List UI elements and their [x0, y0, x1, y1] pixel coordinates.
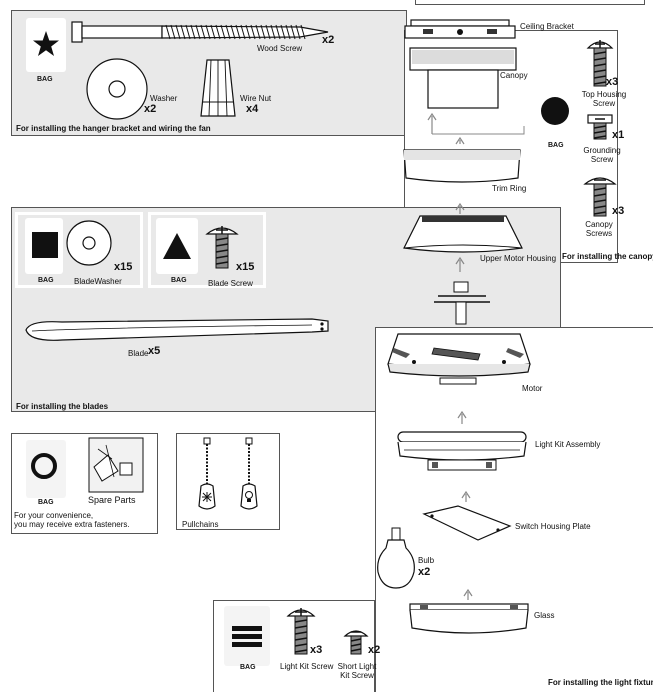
square-bag-icon [32, 232, 58, 258]
glass-label: Glass [534, 611, 554, 620]
light-kit-screw-label: Light Kit Screw [280, 662, 333, 671]
bulb-icon [374, 526, 418, 590]
hanger-bag-label: BAG [37, 76, 53, 83]
blade-washer-qty: x15 [114, 261, 132, 273]
blade-washer-label: BladeWasher [74, 277, 122, 286]
spare-bag-label: BAG [38, 499, 54, 506]
o-ring-icon [30, 452, 58, 480]
wire-nut-label: Wire Nut [240, 94, 271, 103]
top-housing-screw-label: Top Housing Screw [580, 90, 628, 108]
wood-screw-icon [70, 18, 332, 46]
short-light-kit-screw-qty: x2 [368, 644, 380, 656]
blades-caption: For installing the blades [16, 402, 108, 411]
short-light-kit-screw-label: Short Light Kit Screw [334, 662, 380, 680]
light-kit-screw-qty: x3 [310, 644, 322, 656]
ceiling-bracket-label: Ceiling Bracket [520, 22, 574, 31]
short-light-kit-screw-icon [343, 626, 369, 656]
washer-icon [86, 58, 148, 120]
canopy-label: Canopy [500, 71, 528, 80]
light-kit-assembly-label: Light Kit Assembly [535, 440, 600, 449]
spare-note-line1: For your convenience, [14, 511, 93, 520]
blade-screw-label: Blade Screw [208, 279, 253, 288]
light-caption: For installing the light fixture [548, 678, 653, 687]
top-border-fragment [415, 0, 645, 5]
grounding-screw-qty: x1 [612, 129, 624, 141]
trim-ring-label: Trim Ring [492, 184, 526, 193]
blade-screw-icon [205, 222, 239, 270]
top-housing-screw-qty: x3 [606, 76, 618, 88]
blades-bag-2-label: BAG [171, 277, 187, 284]
ceiling-bracket-icon [403, 18, 517, 40]
bulb-label: Bulb [418, 556, 434, 565]
light-kit-assembly-icon [392, 410, 532, 472]
pullchain-fan-icon [196, 436, 218, 512]
wood-screw-label: Wood Screw [257, 44, 302, 53]
motor-shaft-arrows [420, 200, 510, 340]
pullchain-panel [176, 433, 280, 530]
wood-screw-qty: x2 [322, 34, 334, 46]
pullchain-label: Pullchains [182, 520, 218, 529]
canopy-screw-label: Canopy Screws [576, 220, 622, 238]
hanger-caption: For installing the hanger bracket and wi… [16, 124, 211, 133]
washer-label: Washer [150, 94, 177, 103]
spare-note-line2: you may receive extra fasteners. [14, 520, 130, 529]
canopy-arrows [420, 110, 540, 154]
motor-icon [384, 326, 534, 388]
motor-label: Motor [522, 384, 542, 393]
canopy-caption: For installing the canopy [562, 252, 653, 261]
triangle-bag-icon [162, 232, 192, 260]
blade-label: Blade [128, 349, 148, 358]
blade-qty: x5 [148, 345, 160, 357]
spare-parts-icon [88, 437, 144, 493]
blade-icon [22, 316, 332, 346]
grounding-screw-label: Grounding Screw [578, 146, 626, 164]
switch-housing-plate-icon [418, 492, 514, 544]
blades-bag-1-label: BAG [38, 277, 54, 284]
blade-washer-icon [66, 220, 112, 266]
switch-housing-plate-label: Switch Housing Plate [515, 522, 591, 531]
bulb-qty: x2 [418, 566, 430, 578]
blade-screw-qty: x15 [236, 261, 254, 273]
glass-icon [404, 588, 534, 638]
star-icon [32, 30, 60, 58]
wire-nut-icon [199, 58, 237, 118]
canopy-bag-label: BAG [548, 142, 564, 149]
spare-parts-label: Spare Parts [88, 496, 136, 505]
stripes-bag-icon [232, 626, 262, 648]
pullchain-light-icon [238, 436, 260, 512]
light-kit-bag-label: BAG [240, 664, 256, 671]
washer-qty: x2 [144, 103, 156, 115]
canopy-screw-qty: x3 [612, 205, 624, 217]
grounding-screw-icon [586, 113, 614, 141]
circle-bag-icon [540, 96, 570, 126]
wire-nut-qty: x4 [246, 103, 258, 115]
